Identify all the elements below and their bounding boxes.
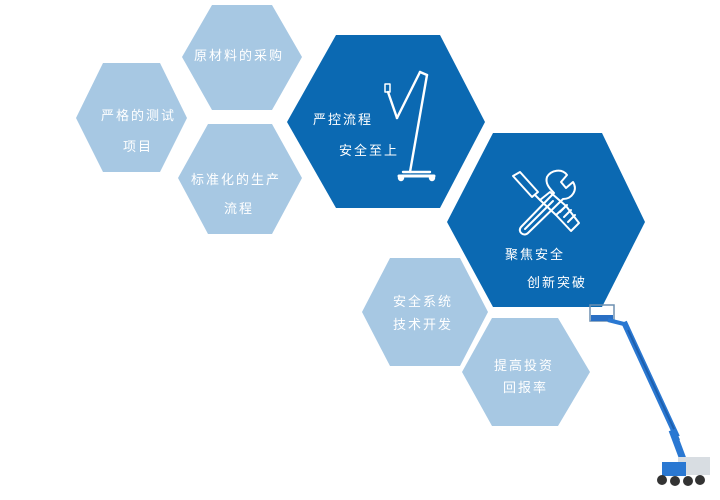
hexagon-strict-control — [287, 35, 485, 208]
label-standard-production-1: 标准化的生产 — [191, 173, 282, 188]
label-raw-materials: 原材料的采购 — [194, 49, 285, 64]
label-safety-innovation-1: 聚焦安全 — [505, 248, 566, 263]
boom-lift-photo — [589, 304, 710, 486]
label-safety-tech-1: 安全系统 — [393, 295, 454, 310]
hexagon-standard-production — [178, 124, 302, 234]
label-strict-control-1: 严控流程 — [313, 113, 374, 128]
label-strict-testing-1: 严格的测试 — [101, 109, 177, 124]
label-standard-production-2: 流程 — [224, 202, 255, 217]
label-roi-1: 提高投资 — [494, 359, 555, 374]
hexagon-strict-testing — [76, 63, 187, 172]
hexagon-raw-materials — [182, 5, 302, 110]
label-safety-tech-2: 技术开发 — [393, 318, 454, 333]
label-safety-innovation-2: 创新突破 — [527, 276, 588, 291]
aerial-lift-icon — [384, 70, 436, 182]
wrench-screwdriver-icon — [512, 169, 580, 236]
hexagon-safety-tech — [362, 258, 488, 366]
label-strict-testing-2: 项目 — [123, 140, 154, 155]
label-strict-control-2: 安全至上 — [339, 144, 400, 159]
label-roi-2: 回报率 — [503, 381, 549, 396]
hexagon-safety-innovation — [447, 133, 645, 307]
hexagon-roi — [462, 318, 590, 426]
